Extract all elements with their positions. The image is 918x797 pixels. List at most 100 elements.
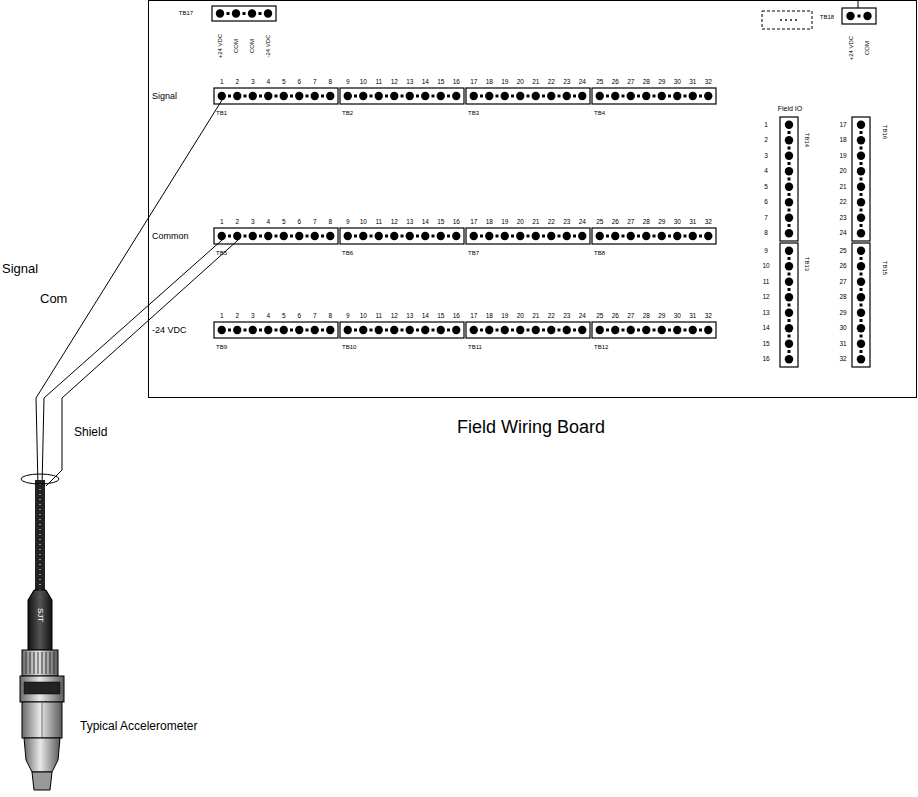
terminal-divider xyxy=(684,235,687,238)
terminal-block xyxy=(214,88,338,104)
terminal-number: 18 xyxy=(486,313,493,320)
terminal-block xyxy=(212,6,276,21)
terminal-divider xyxy=(511,95,514,98)
terminal-number: 7 xyxy=(764,215,768,222)
terminal-screw xyxy=(421,232,429,240)
terminal-screw xyxy=(326,92,334,100)
terminal-number: 11 xyxy=(763,279,770,286)
terminal-name: COM xyxy=(233,39,239,53)
terminal-number: 26 xyxy=(839,263,846,270)
terminal-screw xyxy=(485,92,493,100)
terminal-divider xyxy=(788,178,791,181)
terminal-screw xyxy=(218,232,226,240)
terminal-number: 3 xyxy=(251,313,255,320)
terminal-screw xyxy=(248,9,256,17)
terminal-divider xyxy=(290,95,293,98)
cable-marking: SJT xyxy=(36,608,44,622)
terminal-screw xyxy=(344,326,352,334)
terminal-divider xyxy=(788,319,791,322)
terminal-screw xyxy=(437,232,445,240)
terminal-number: 4 xyxy=(266,313,270,320)
block-label: TB5 xyxy=(216,250,227,256)
terminal-screw xyxy=(326,232,334,240)
terminal-divider xyxy=(860,319,863,322)
terminal-divider xyxy=(622,329,625,332)
terminal-divider xyxy=(573,329,576,332)
terminal-screw xyxy=(704,92,712,100)
terminal-screw xyxy=(233,232,241,240)
terminal-screw xyxy=(375,326,383,334)
terminal-screw xyxy=(233,92,241,100)
terminal-screw xyxy=(390,326,398,334)
terminal-screw xyxy=(406,326,414,334)
terminal-divider xyxy=(668,95,671,98)
terminal-number: 26 xyxy=(612,79,619,86)
block-label: TB18 xyxy=(820,14,834,20)
terminal-screw xyxy=(311,232,319,240)
terminal-number: 32 xyxy=(839,356,846,363)
terminal-screw xyxy=(516,326,524,334)
block-label: TB4 xyxy=(594,110,605,116)
terminal-number: 16 xyxy=(762,356,769,363)
block-label: TB9 xyxy=(216,344,227,350)
terminal-screw xyxy=(673,92,681,100)
terminal-number: 28 xyxy=(839,294,846,301)
terminal-divider xyxy=(622,235,625,238)
terminal-screw xyxy=(232,9,240,17)
terminal-screw xyxy=(785,293,793,301)
terminal-divider xyxy=(259,95,262,98)
terminal-block xyxy=(842,8,876,24)
terminal-number: 27 xyxy=(839,279,846,286)
terminal-screw xyxy=(233,326,241,334)
terminal-divider xyxy=(290,235,293,238)
terminal-screw xyxy=(264,92,272,100)
terminal-screw xyxy=(295,92,303,100)
terminal-number: 25 xyxy=(596,79,603,86)
terminal-divider xyxy=(385,235,388,238)
terminal-number: 8 xyxy=(328,313,332,320)
connector-pin xyxy=(780,19,782,21)
terminal-screw xyxy=(249,326,257,334)
terminal-divider xyxy=(306,235,309,238)
terminal-screw xyxy=(218,92,226,100)
terminal-screw xyxy=(857,183,865,191)
terminal-divider xyxy=(668,329,671,332)
terminal-screw xyxy=(596,92,604,100)
terminal-screw xyxy=(516,92,524,100)
terminal-number: 29 xyxy=(658,219,665,226)
terminal-number: 9 xyxy=(764,248,768,255)
mounting-stud xyxy=(32,772,52,790)
terminal-screw xyxy=(785,355,793,363)
terminal-number: 16 xyxy=(453,219,460,226)
terminal-screw xyxy=(218,326,226,334)
terminal-divider xyxy=(370,95,373,98)
shield-wire xyxy=(46,240,238,486)
terminal-number: 15 xyxy=(437,313,444,320)
terminal-screw xyxy=(689,232,697,240)
terminal-name: +24 VDC xyxy=(848,36,854,61)
terminal-number: 17 xyxy=(470,219,477,226)
terminal-number: 6 xyxy=(297,79,301,86)
board-title: Field Wiring Board xyxy=(457,418,605,436)
terminal-divider xyxy=(511,235,514,238)
terminal-divider xyxy=(606,329,609,332)
terminal-number: 25 xyxy=(839,248,846,255)
terminal-screw xyxy=(563,92,571,100)
terminal-screw xyxy=(611,92,619,100)
terminal-number: 31 xyxy=(689,79,696,86)
terminal-divider xyxy=(354,329,357,332)
terminal-screw xyxy=(857,278,865,286)
block-label: TB17 xyxy=(179,10,193,16)
terminal-divider xyxy=(573,95,576,98)
terminal-screw xyxy=(658,92,666,100)
terminal-divider xyxy=(416,235,419,238)
terminal-number: 29 xyxy=(658,79,665,86)
terminal-number: 3 xyxy=(251,79,255,86)
terminal-number: 31 xyxy=(689,313,696,320)
terminal-divider xyxy=(788,162,791,165)
terminal-divider xyxy=(321,95,324,98)
terminal-screw xyxy=(280,232,288,240)
terminal-screw xyxy=(658,232,666,240)
terminal-number: 27 xyxy=(627,79,634,86)
